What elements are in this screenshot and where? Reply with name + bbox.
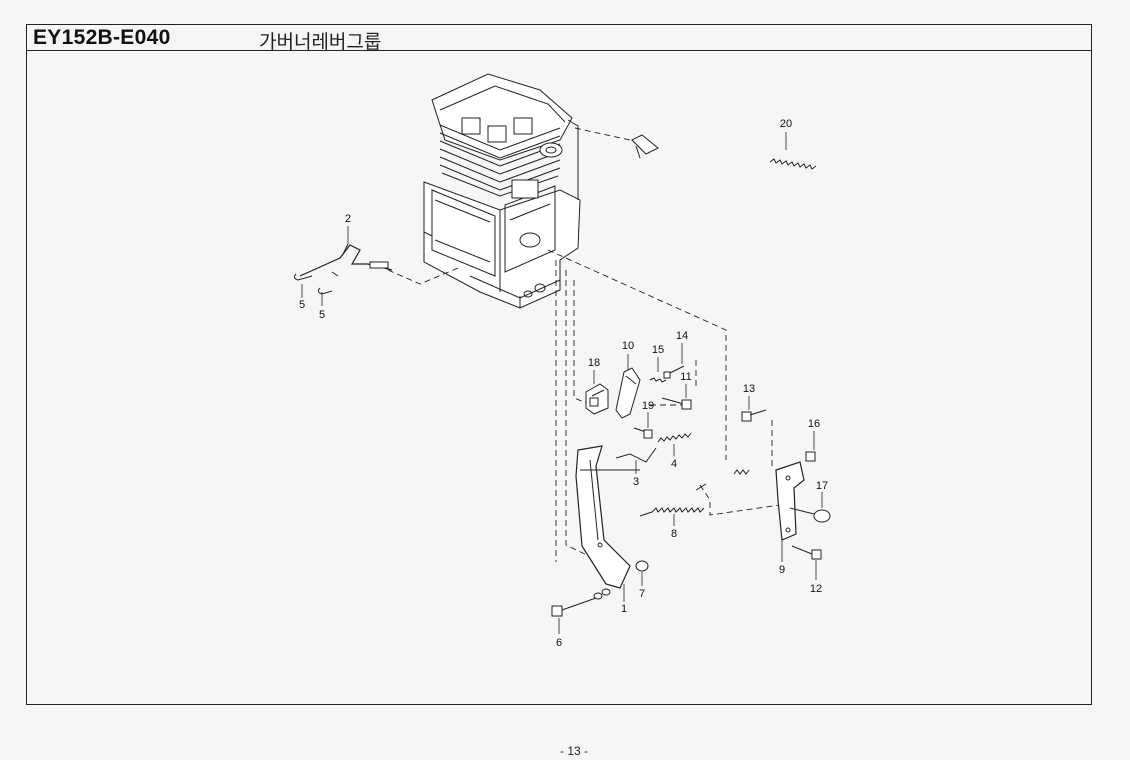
callout-10: 10 <box>622 340 634 352</box>
head-bracket <box>631 134 659 159</box>
part-9-bracket <box>775 461 805 541</box>
callout-4: 4 <box>671 458 677 470</box>
engine-block <box>423 73 581 309</box>
part-12-bolt <box>791 545 822 560</box>
callout-5a: 5 <box>299 299 305 311</box>
callout-1: 1 <box>621 603 627 615</box>
part-4-spring <box>657 432 692 443</box>
callout-9: 9 <box>779 564 785 576</box>
part-1-main-lever <box>575 445 640 589</box>
callout-14: 14 <box>676 330 688 342</box>
callout-12: 12 <box>810 583 822 595</box>
page-number: - 13 - <box>560 744 589 758</box>
part-6-bolt <box>551 588 611 617</box>
part-7-nut <box>635 560 649 572</box>
part-2-governor-lever <box>299 243 393 277</box>
part-group-title: 가버너레버그룹 <box>259 31 382 53</box>
part-10-lever-plate <box>615 367 641 419</box>
small-spring <box>733 469 750 475</box>
header-bar: EY152B-E040 가버너레버그룹 <box>27 25 1091 53</box>
part-3-link-rod <box>615 447 657 463</box>
part-15-spring-pin <box>649 377 667 383</box>
callout-8: 8 <box>671 528 677 540</box>
part-16-nut <box>805 451 816 462</box>
callout-20: 20 <box>780 118 792 130</box>
part-14-screw <box>663 365 685 379</box>
callout-11: 11 <box>680 371 691 383</box>
part-18-bracket <box>585 383 609 415</box>
callout-7: 7 <box>639 588 645 600</box>
callout-13: 13 <box>743 383 755 395</box>
callout-labels: 20 2 5 5 10 18 15 14 11 19 13 16 4 3 17 … <box>299 118 828 649</box>
callout-17: 17 <box>816 480 828 492</box>
callout-15: 15 <box>652 344 664 356</box>
callout-6: 6 <box>556 637 562 649</box>
part-19-screw <box>633 427 653 439</box>
part-17-bolt <box>789 507 831 523</box>
callout-leaders <box>301 132 823 634</box>
part-20-spring <box>769 158 817 170</box>
callout-19: 19 <box>642 400 654 412</box>
part-13-screw <box>741 409 767 422</box>
callout-16: 16 <box>808 418 820 430</box>
callout-2: 2 <box>345 213 351 225</box>
callout-18: 18 <box>588 357 600 369</box>
callout-5b: 5 <box>319 309 325 321</box>
diagram-frame: EY152B-E040 가버너레버그룹 <box>26 24 1092 705</box>
part-11-bolt <box>661 397 692 410</box>
part-5-clips <box>293 273 333 295</box>
cooling-fins <box>439 124 561 197</box>
callout-3: 3 <box>633 476 639 488</box>
part-group-code: EY152B-E040 <box>33 26 171 49</box>
part-8-spring <box>639 483 707 517</box>
